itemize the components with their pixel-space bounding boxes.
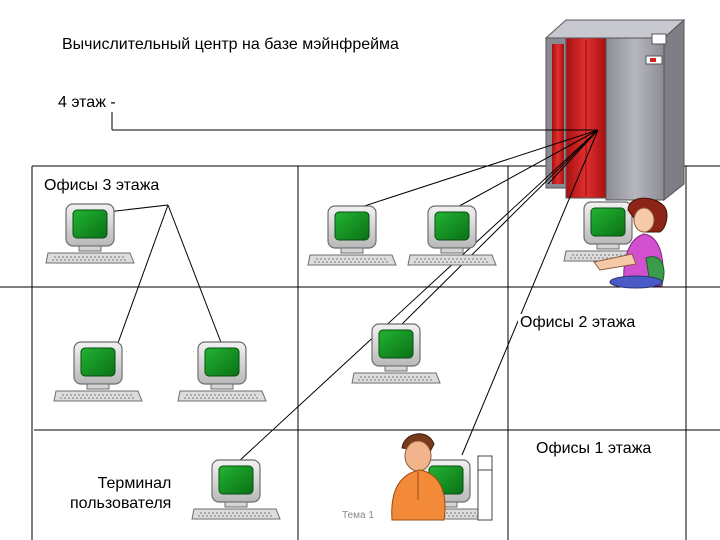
woman-user-icon: [593, 197, 668, 289]
terminal-icon: [45, 203, 135, 264]
floor-2-label: Офисы 2 этажа: [518, 314, 638, 333]
footer-label: Тема 1: [342, 510, 374, 521]
terminal-icon: [191, 459, 281, 520]
terminal-label-line2: пользователя: [70, 495, 172, 512]
terminal-icon: [351, 323, 441, 384]
mainframe-icon: [544, 18, 686, 202]
terminal-icon: [177, 341, 267, 402]
man-user-icon: [391, 433, 493, 521]
floor-4-label: 4 этаж -: [58, 94, 116, 111]
terminal-label-line1: Терминал: [97, 475, 172, 492]
diagram-title: Вычислительный центр на базе мэйнфрейма: [62, 36, 399, 53]
floor-1-label: Офисы 1 этажа: [534, 440, 654, 459]
terminal-icon: [407, 205, 497, 266]
terminal-icon: [307, 205, 397, 266]
terminal-label: Терминал пользователя: [70, 474, 171, 514]
network-links: [97, 112, 599, 463]
floor-3-label: Офисы 3 этажа: [42, 177, 162, 196]
terminal-icon: [53, 341, 143, 402]
